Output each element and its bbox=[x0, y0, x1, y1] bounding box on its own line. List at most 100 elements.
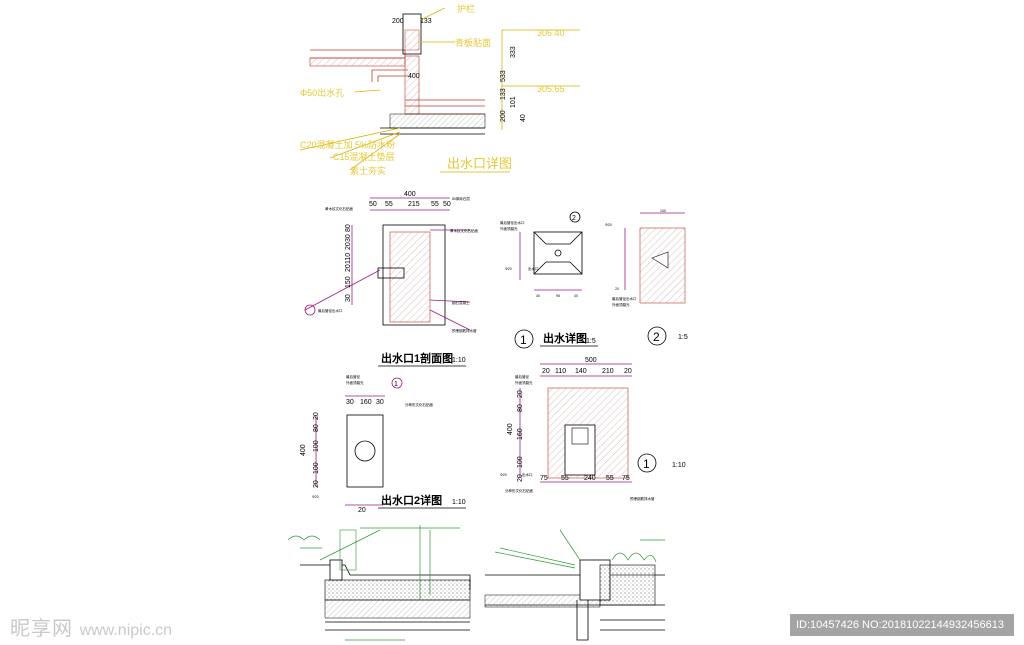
dim: 30 bbox=[376, 399, 384, 406]
dim: 80 bbox=[517, 404, 524, 412]
detail-a-callout: 2 bbox=[572, 215, 576, 222]
label-cushion: C15混凝土垫层 bbox=[333, 151, 395, 162]
dim: 500 bbox=[585, 357, 597, 364]
level-bottom: 305.65 bbox=[537, 84, 565, 94]
dim: 95 bbox=[556, 294, 560, 298]
section-2-callout: 1 bbox=[394, 381, 398, 388]
dim: 40 bbox=[536, 294, 540, 298]
note: 外面须磨光 bbox=[515, 380, 533, 385]
dim: 110 bbox=[555, 368, 566, 375]
note: 最后管径 bbox=[515, 374, 529, 379]
note: Φ20 bbox=[505, 267, 512, 271]
dim: 55 bbox=[606, 475, 614, 482]
dim: 40 bbox=[574, 294, 578, 298]
dim: 101 bbox=[510, 96, 517, 108]
dim: 100 bbox=[517, 456, 524, 468]
dim: 333 bbox=[510, 46, 517, 58]
label-outlet-hole: Φ50出水孔 bbox=[300, 87, 344, 98]
dim: 20 bbox=[345, 242, 352, 250]
note: 外面须磨光 bbox=[612, 302, 630, 307]
dim: 20 bbox=[313, 480, 320, 488]
note: 黄木纹文化石贴面 bbox=[450, 228, 478, 233]
label-stone-facing: 青板贴面 bbox=[455, 37, 491, 48]
note: 最后管径出水口 bbox=[500, 220, 525, 225]
detail-a-title: 出水详图 bbox=[543, 331, 587, 345]
dim: 210 bbox=[602, 368, 614, 375]
dim: 200 bbox=[500, 110, 507, 122]
note: 外面须磨光 bbox=[346, 380, 364, 385]
note: 20 bbox=[358, 507, 366, 514]
dim: 100 bbox=[313, 462, 320, 474]
note: Φ20 bbox=[605, 223, 612, 227]
dim: 50 bbox=[369, 201, 377, 208]
top-detail-title: 出水口详图 bbox=[447, 156, 512, 171]
dim: 75 bbox=[622, 475, 630, 482]
note: Φ20 bbox=[312, 495, 319, 499]
section-1-dims: 400 50 55 215 55 50 80 30 20 110 20 150 … bbox=[345, 191, 451, 302]
dim: 533 bbox=[500, 70, 507, 82]
label-concrete: C20混凝土加 5%防水粉 bbox=[300, 139, 395, 150]
nipic-watermark: 昵享网 www.nipic.cn bbox=[10, 612, 172, 641]
dim: 20 bbox=[345, 264, 352, 272]
dim: 400 bbox=[408, 73, 420, 80]
label-soil: 素土夯实 bbox=[350, 165, 386, 176]
image-id-bar: ID:10457426 NO:20181022144932456613 bbox=[790, 614, 1014, 636]
dim: 400 bbox=[404, 191, 416, 198]
dim: 110 bbox=[345, 253, 352, 264]
section-3-circle-label: 1 bbox=[643, 457, 650, 471]
bottom-left-section bbox=[287, 525, 471, 641]
section-1-drawing: 400 50 55 215 55 50 80 30 20 110 20 150 … bbox=[304, 191, 478, 367]
dim: 400 bbox=[300, 444, 307, 456]
dim: 50 bbox=[443, 201, 451, 208]
dim: 100 bbox=[313, 440, 320, 452]
note: 最后管径 bbox=[346, 374, 360, 379]
note: 细石混凝土 bbox=[452, 300, 470, 305]
top-detail: 出水口详图 护栏 青板贴面 Φ50出水孔 C20混凝土加 5%防水粉 C15混凝… bbox=[299, 3, 580, 176]
detail-b-scale: 1:5 bbox=[678, 334, 688, 341]
dim: 55 bbox=[385, 201, 393, 208]
dim: 20 bbox=[517, 390, 524, 398]
dim: 240 bbox=[584, 475, 596, 482]
note: 预埋钢筋排水管 bbox=[630, 496, 655, 501]
detail-b-circle-label: 2 bbox=[653, 330, 660, 344]
detail-a-scale: 1:5 bbox=[586, 338, 596, 345]
dim: 30 bbox=[345, 234, 352, 242]
dim: 400 bbox=[507, 423, 514, 435]
note: 最后管径出水口 bbox=[318, 308, 343, 313]
dim: 55 bbox=[561, 475, 569, 482]
note: 80厚砾石层 bbox=[452, 196, 470, 201]
dim: 55 bbox=[431, 201, 439, 208]
note: 出水口 bbox=[522, 472, 533, 477]
detail-a: 2 最后管径出水口 外面须磨光 Φ20 出水口 40 95 40 1 出水详图 … bbox=[500, 211, 598, 349]
section-1-title: 出水口1剖面图 bbox=[381, 351, 453, 365]
note: 出水口 bbox=[528, 266, 539, 271]
section-1-scale: 1:10 bbox=[452, 357, 466, 364]
detail-b: 100 20 Φ20 最后管径出水口 外面须磨光 2 1:5 bbox=[605, 209, 688, 346]
dim: 30 bbox=[345, 294, 352, 302]
section-1-notes: 黄木纹文化石贴面 80厚砾石层 黄木纹文化石贴面 细石混凝土 预埋钢筋排水管 最… bbox=[318, 196, 478, 333]
note: 最后管径出水口 bbox=[612, 296, 637, 301]
dim: 40 bbox=[520, 114, 527, 122]
dim: 80 bbox=[345, 224, 352, 232]
dim: 140 bbox=[575, 368, 587, 375]
dim: 20 bbox=[313, 412, 320, 420]
dim: 200 bbox=[392, 18, 404, 25]
dim: 80 bbox=[313, 424, 320, 432]
detail-a-circle-label: 1 bbox=[520, 333, 527, 347]
watermark-logo: 昵享网 bbox=[10, 618, 73, 640]
label-railing: 护栏 bbox=[457, 3, 475, 14]
top-detail-labels: 护栏 青板贴面 Φ50出水孔 C20混凝土加 5%防水粉 C15混凝土垫层 素土… bbox=[300, 3, 491, 176]
dim: 133 bbox=[500, 88, 507, 100]
note: 分种形文化石贴面 bbox=[505, 488, 533, 493]
dim: 20 bbox=[542, 368, 550, 375]
note: Φ20 bbox=[500, 473, 507, 477]
level-top: 306.40 bbox=[537, 28, 565, 38]
bottom-right-section bbox=[484, 529, 665, 641]
dim: 160 bbox=[360, 399, 372, 406]
top-detail-dims: 200 133 400 333 533 133 200 101 40 306.4… bbox=[392, 18, 565, 122]
dim: 20 bbox=[624, 368, 632, 375]
dim: 75 bbox=[540, 475, 548, 482]
dim: 30 bbox=[346, 399, 354, 406]
section-2-scale: 1:10 bbox=[452, 499, 466, 506]
